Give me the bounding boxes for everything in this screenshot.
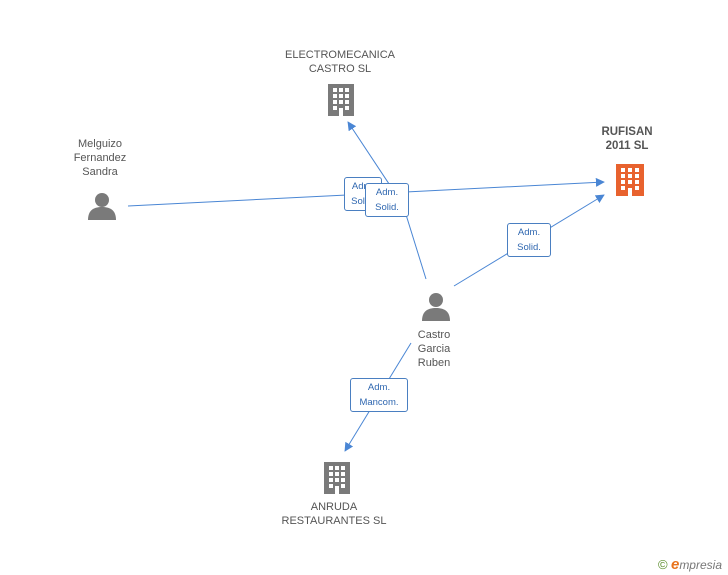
label-line: Castro <box>417 329 451 341</box>
label-line: CASTRO SL <box>308 63 372 75</box>
badge-line: Adm. <box>375 187 399 198</box>
label-line: Melguizo <box>77 138 123 150</box>
label-line: 2011 SL <box>605 140 649 152</box>
building-icon[interactable] <box>324 462 350 494</box>
label-line: Garcia <box>417 343 451 355</box>
person-icon[interactable] <box>88 193 116 220</box>
node-label-melguizo[interactable]: Melguizo Fernandez Sandra <box>50 137 150 179</box>
copyright-symbol: © <box>658 557 668 572</box>
person-icon[interactable] <box>422 293 450 321</box>
node-label-rufisan[interactable]: RUFISAN 2011 SL <box>580 125 674 153</box>
brand-logo-initial: e <box>670 556 680 573</box>
label-line: Fernandez <box>73 152 127 164</box>
node-label-electromecanica[interactable]: ELECTROMECANICA CASTRO SL <box>270 48 410 76</box>
label-line: ELECTROMECANICA <box>284 49 396 61</box>
label-line: RUFISAN <box>601 126 653 138</box>
badge-line: Solid. <box>375 202 399 213</box>
node-label-anruda[interactable]: ANRUDA RESTAURANTES SL <box>264 500 404 528</box>
brand-name: mpresia <box>679 558 722 572</box>
node-label-castro[interactable]: Castro Garcia Ruben <box>394 328 474 370</box>
badge-line: Mancom. <box>359 397 399 408</box>
badge-line: Solid. <box>517 242 541 253</box>
label-line: ANRUDA <box>310 501 358 513</box>
label-line: Sandra <box>82 166 118 178</box>
edge-badge-castro-rufisan[interactable]: Adm. Solid. <box>507 223 551 257</box>
badge-line: Adm. <box>367 382 391 393</box>
building-icon[interactable] <box>328 84 354 116</box>
edge-badge-castro-anruda[interactable]: Adm. Mancom. <box>350 378 408 412</box>
building-icon[interactable] <box>616 164 644 196</box>
brand-footer: © empresia <box>658 556 722 573</box>
badge-line: Adm. <box>517 227 541 238</box>
badge-line: Adm. <box>351 181 375 192</box>
label-line: RESTAURANTES SL <box>281 515 387 527</box>
label-line: Ruben <box>417 357 451 369</box>
edge-badge-castro-electromecanica[interactable]: Adm. Solid. <box>365 183 409 217</box>
badge-line: Solid. <box>351 196 375 207</box>
